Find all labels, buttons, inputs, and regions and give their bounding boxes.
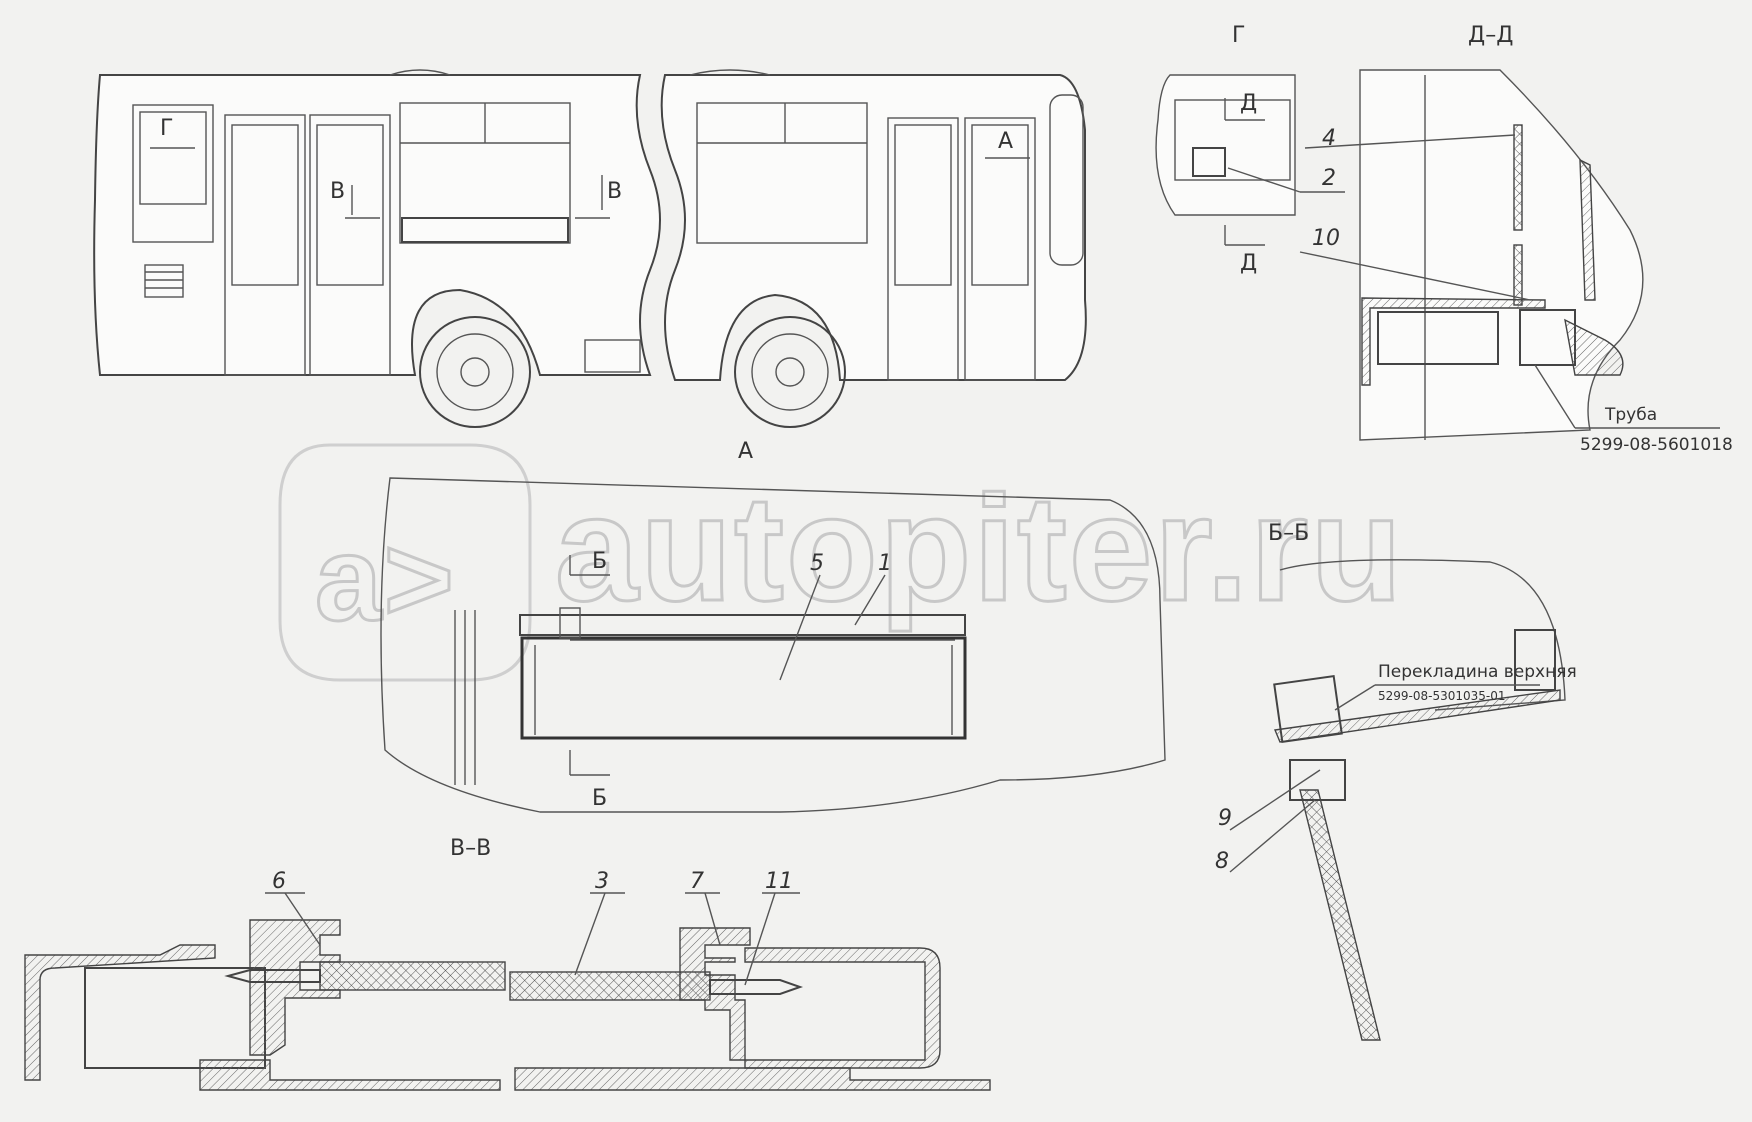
section-dd: Д–Д 4 2 10 Труба 5299-08-5601018 (1227, 23, 1733, 455)
front-door-right-glass (316, 124, 384, 286)
pipe-code: 5299-08-5601018 (1580, 435, 1733, 455)
bus-roof-hatch-1 (389, 69, 451, 76)
watermark-logo-frame (278, 443, 532, 682)
bus-side-view: Г А В В А (93, 69, 1087, 464)
callout-3: 3 (595, 869, 609, 894)
dd-body-panel (1579, 158, 1596, 301)
vv-left-tube (84, 967, 266, 1069)
rear-door-left (887, 117, 959, 381)
callout-5: 5 (810, 551, 824, 576)
vv-glass-3 (509, 971, 711, 1001)
vv-left-profile-6 (249, 919, 341, 1056)
marker-v-left: В (330, 179, 345, 204)
bb-window-pane (1299, 789, 1381, 1041)
front-door-left-glass (231, 124, 299, 286)
section-dd-label: Д–Д (1468, 23, 1513, 48)
bus-body-front (93, 74, 661, 376)
marker-g-side: Г (160, 116, 173, 141)
section-vv-label: В–В (450, 836, 491, 861)
front-vent (144, 264, 184, 298)
vv-floor-bottom-right (514, 1067, 991, 1091)
callout-9: 9 (1218, 806, 1232, 831)
section-vv: В–В 6 3 7 11 (24, 836, 991, 1091)
dd-glass-lower (1513, 244, 1523, 306)
watermark: a> autopiter.ru (278, 443, 1404, 682)
vv-left-pin (224, 969, 321, 983)
rear-window (1049, 94, 1084, 266)
luggage-hatch (584, 339, 641, 373)
vv-floor-bottom-left (199, 1059, 501, 1091)
marker-d-bottom: Д (1240, 251, 1257, 276)
vv-left-floor (24, 944, 216, 1081)
watermark-text: autopiter.ru (555, 464, 1404, 632)
front-wheel (419, 316, 531, 428)
side-window-1-flap (401, 217, 569, 243)
window-frame-top (519, 614, 966, 636)
marker-b-top: Б (592, 549, 607, 574)
marker-b-bottom: Б (592, 786, 607, 811)
marker-d-top: Д (1240, 91, 1257, 116)
rear-door-right-glass (971, 124, 1029, 286)
vv-right-tube (744, 947, 941, 1069)
rear-door-right (964, 117, 1036, 381)
bb-roof-frame (1514, 629, 1556, 691)
section-bb-outline (1279, 559, 1566, 711)
callout-7: 7 (690, 869, 704, 894)
front-window (132, 104, 214, 243)
callout-4: 4 (1322, 126, 1336, 151)
rear-wheel (734, 316, 846, 428)
window-view-a-outline (380, 477, 1166, 813)
front-door-left (224, 114, 306, 376)
bb-roof-panel (1274, 689, 1561, 743)
vv-left-glass (319, 961, 506, 991)
view-g-label: Г (1232, 23, 1245, 48)
callout-2: 2 (1322, 166, 1336, 191)
callout-11: 11 (765, 869, 793, 894)
view-g-outline (1155, 74, 1296, 216)
window-view-a: Б Б 5 1 (380, 477, 1166, 813)
callout-1: 1 (878, 551, 892, 576)
crossbar-label: Перекладина верхняя (1378, 662, 1577, 682)
crossbar-code: 5299-08-5301035-01 (1378, 689, 1506, 703)
pipe-label: Труба (1604, 405, 1657, 425)
callout-8: 8 (1215, 849, 1229, 874)
view-g: Г Д Д (1155, 23, 1296, 276)
section-bb-label: Б–Б (1268, 521, 1309, 546)
rear-door-left-glass (894, 124, 952, 286)
vv-right-pin (709, 979, 804, 995)
bus-body-rear (660, 74, 1087, 381)
side-window-2 (696, 102, 868, 244)
dd-floor-profile (1361, 297, 1546, 386)
marker-a-side: А (998, 129, 1013, 154)
section-bb: Б–Б Перекладина верхняя 5299-08-5301035-… (1215, 521, 1577, 1041)
bus-roof-hatch-2 (689, 69, 771, 76)
dd-glass-upper (1513, 124, 1523, 231)
watermark-logo: a> (315, 512, 456, 646)
front-door-right (309, 114, 391, 376)
callout-10: 10 (1312, 226, 1340, 251)
window-pane (520, 636, 967, 740)
marker-v-right: В (607, 179, 622, 204)
front-window-inner (139, 111, 207, 205)
view-a-label: А (738, 439, 753, 464)
section-dd-outline (1359, 69, 1644, 441)
bb-crossbar (1273, 674, 1343, 744)
callout-6: 6 (272, 869, 286, 894)
